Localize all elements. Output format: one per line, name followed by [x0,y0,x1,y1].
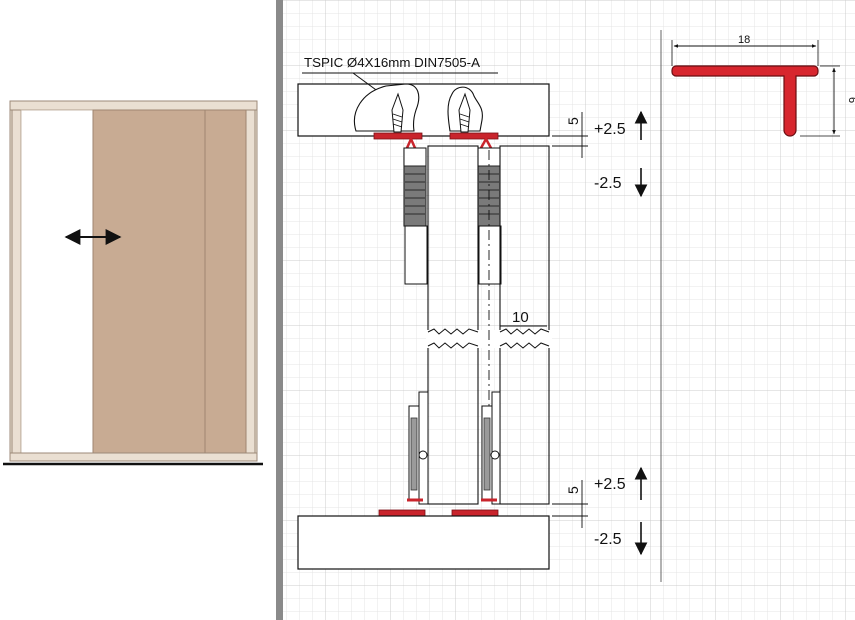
bottom-guide-left [407,391,429,505]
wardrobe-elevation [3,100,263,466]
t-profile-shape [671,65,819,137]
bottom-track-right [451,509,499,517]
top-track-left [373,132,423,140]
left-stile [11,109,22,454]
door-panel-inner [427,145,479,505]
top-track-right [449,132,499,140]
top-clearance-label: 5 [565,117,581,125]
top-rail [9,100,258,111]
vertical-separator [276,0,283,620]
bottom-track-left [378,509,426,517]
screw-left [391,92,404,133]
bottom-panel [297,515,550,570]
t-profile-detail: 18 6 [671,34,855,137]
bottom-adjust-down-label: -2.5 [594,531,622,548]
top-panel [297,83,550,137]
bottom-rail [9,452,258,462]
top-adjust-down-label: -2.5 [594,175,622,192]
section-view: TSPIC Ø4X16mm DIN7505-A [297,55,648,570]
gap-dimension-label: 10 [512,309,529,326]
top-hanger-right [477,136,502,285]
bottom-clearance-label: 5 [565,486,581,494]
right-stile [245,109,256,454]
profile-height-label: 6 [846,97,855,103]
top-hanger-left [403,135,428,285]
sliding-door-front [92,109,206,454]
bottom-adjust-up-label: +2.5 [594,476,626,493]
opening-white [20,109,94,454]
screw-spec-label: TSPIC Ø4X16mm DIN7505-A [304,55,480,70]
top-adjust-up-label: +2.5 [594,121,626,138]
profile-width-label: 18 [738,34,750,46]
door-panel-outer [499,145,550,505]
screw-right [458,92,471,133]
bottom-guide-right [481,391,501,505]
sliding-door-back [204,109,247,454]
